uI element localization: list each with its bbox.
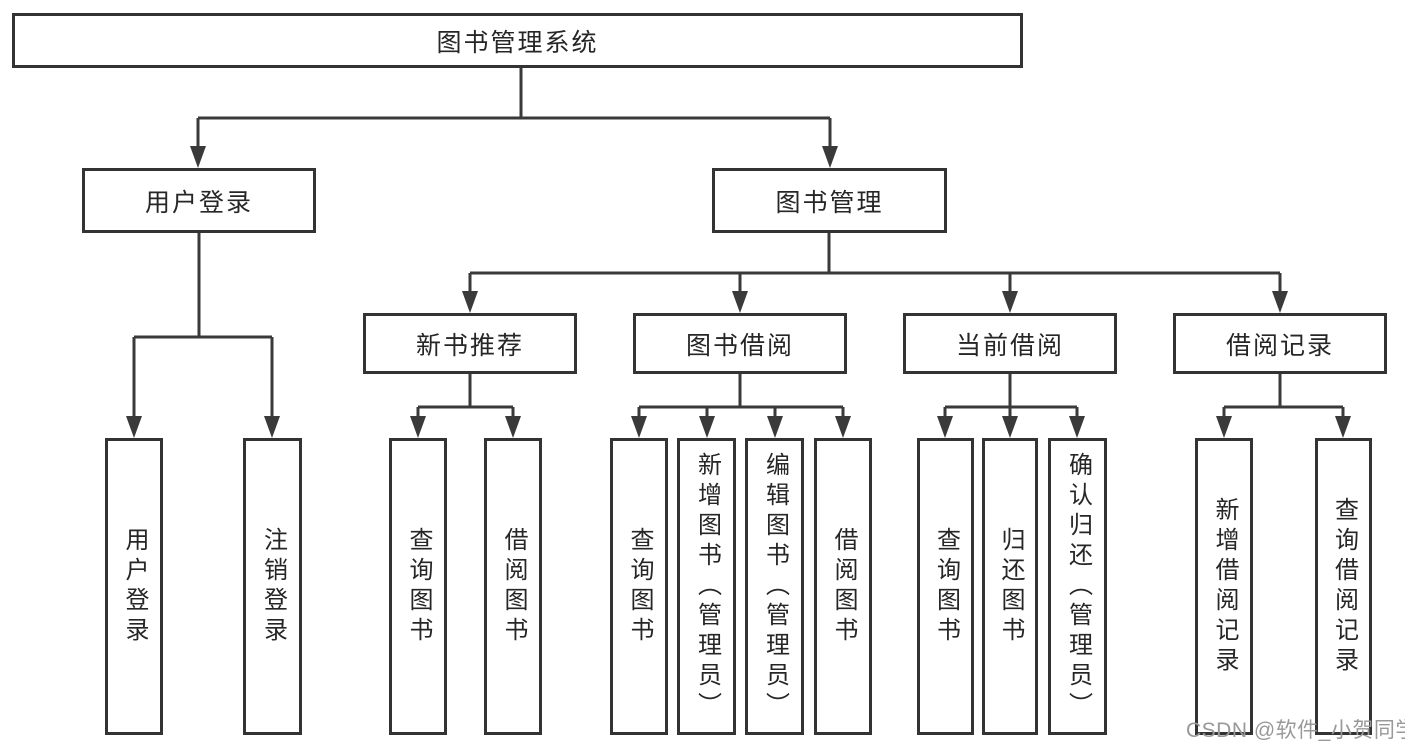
node-label: 编辑图书（管理员） (761, 451, 789, 722)
connector-book-mgmt-to-level3 (462, 233, 1288, 313)
node-leaf-query-book-recommend: 查询图书 (389, 438, 447, 735)
node-book-management: 图书管理 (712, 168, 947, 233)
node-label: 图书借阅 (685, 331, 794, 360)
node-leaf-query-book-borrow: 查询图书 (610, 438, 668, 735)
node-borrowing-records: 借阅记录 (1173, 313, 1387, 374)
node-label: 查询借阅记录 (1330, 496, 1358, 677)
node-leaf-borrow-book: 借阅图书 (814, 438, 872, 735)
node-label: 图书管理 (775, 188, 884, 217)
node-label: 确认归还（管理员） (1064, 451, 1092, 722)
node-book-borrowing: 图书借阅 (633, 313, 847, 374)
node-leaf-logout: 注销登录 (243, 438, 302, 735)
connector-borrow-record-to-leaves (1216, 374, 1351, 438)
node-current-borrowing: 当前借阅 (903, 313, 1117, 374)
node-label: 借阅图书 (500, 526, 527, 647)
node-leaf-query-book-current: 查询图书 (917, 438, 974, 735)
node-user-login: 用户登录 (82, 168, 316, 233)
node-leaf-add-borrow-record: 新增借阅记录 (1195, 438, 1253, 735)
node-label: 借阅记录 (1225, 331, 1334, 360)
node-leaf-user-login: 用户登录 (105, 438, 163, 735)
connector-new-book-to-leaves (410, 374, 521, 438)
node-leaf-add-book-admin: 新增图书（管理员） (677, 438, 736, 735)
connector-root-to-level2 (190, 68, 838, 168)
node-label: 查询图书 (932, 526, 960, 647)
node-label: 查询图书 (626, 526, 653, 647)
node-label: 用户登录 (121, 526, 148, 647)
node-label: 当前借阅 (955, 331, 1064, 360)
node-label: 注销登录 (259, 526, 287, 647)
node-new-book-recommend: 新书推荐 (363, 313, 577, 374)
node-leaf-borrow-book-recommend: 借阅图书 (484, 438, 542, 735)
node-label: 新书推荐 (415, 331, 524, 360)
csdn-watermark: CSDN @软件_小贺同学 (1186, 719, 1405, 742)
node-label: 新增借阅记录 (1211, 496, 1238, 677)
node-leaf-return-book: 归还图书 (982, 438, 1038, 735)
connector-current-borrow-to-leaves (937, 374, 1085, 438)
connector-user-login-to-leaves (126, 233, 280, 438)
node-leaf-query-borrow-record: 查询借阅记录 (1315, 438, 1372, 735)
node-leaf-edit-book-admin: 编辑图书（管理员） (745, 438, 804, 735)
node-label: 用户登录 (144, 188, 253, 217)
node-label: 图书管理系统 (436, 28, 599, 57)
node-label: 查询图书 (405, 526, 432, 647)
connector-book-borrow-to-leaves (631, 374, 851, 438)
node-label: 归还图书 (997, 526, 1024, 647)
node-leaf-confirm-return-admin: 确认归还（管理员） (1048, 438, 1107, 735)
node-label: 借阅图书 (830, 526, 857, 647)
node-root-library-system: 图书管理系统 (12, 13, 1023, 68)
node-label: 新增图书（管理员） (693, 451, 721, 722)
